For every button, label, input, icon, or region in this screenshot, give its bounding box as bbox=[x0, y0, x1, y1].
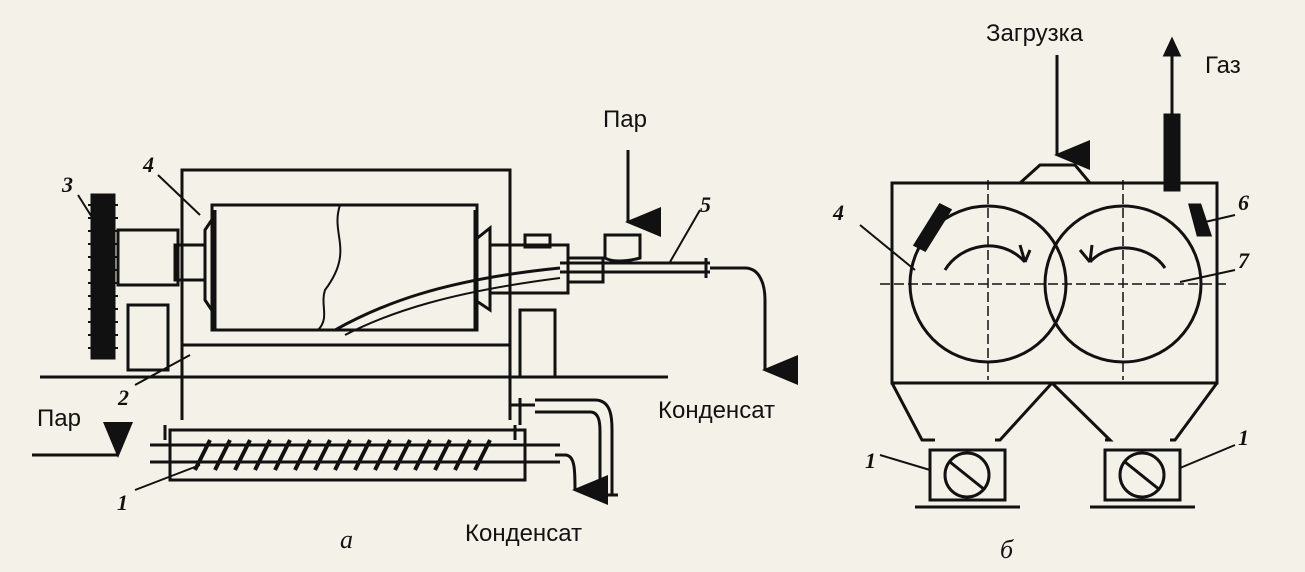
housing-b bbox=[890, 181, 1219, 385]
scraper-left bbox=[912, 203, 953, 252]
condensate-line-bottom bbox=[555, 453, 609, 505]
rotation-arrow-left bbox=[943, 244, 1027, 271]
label-number-2: 2 bbox=[118, 385, 129, 410]
hopper-right bbox=[1050, 381, 1219, 442]
feeder-left bbox=[928, 448, 1007, 502]
label-number-1-b-right: 1 bbox=[1238, 425, 1249, 450]
label-number-6: 6 bbox=[1238, 190, 1249, 215]
drum bbox=[210, 203, 479, 332]
feeder-right bbox=[1103, 448, 1182, 502]
caption-a: а bbox=[340, 525, 353, 554]
label-condensate-right: Конденсат bbox=[658, 397, 775, 424]
bearing bbox=[116, 228, 180, 287]
steam-inlet bbox=[603, 233, 642, 263]
loading-hopper bbox=[1018, 163, 1092, 185]
rotation-arrow-right bbox=[1088, 246, 1167, 269]
label-steam-left: Пар bbox=[37, 405, 81, 432]
label-gas: Газ bbox=[1205, 52, 1241, 79]
condensate-line-right bbox=[710, 266, 798, 385]
support-right bbox=[518, 308, 557, 379]
label-number-1-a: 1 bbox=[117, 490, 128, 515]
bearing-base bbox=[126, 303, 170, 372]
hopper-left bbox=[890, 381, 1054, 442]
screw-casing bbox=[168, 428, 527, 482]
label-steam-top: Пар bbox=[603, 106, 647, 133]
screw-flight bbox=[193, 439, 492, 471]
outlet-pipe bbox=[535, 398, 614, 495]
internal-siphon bbox=[334, 266, 561, 332]
caption-b: б bbox=[1000, 535, 1014, 564]
label-number-7: 7 bbox=[1238, 248, 1249, 273]
scraper-right bbox=[1188, 203, 1213, 237]
diagram-a bbox=[32, 150, 798, 505]
housing bbox=[180, 168, 512, 347]
label-number-4-b: 4 bbox=[833, 200, 844, 225]
gas-pipe bbox=[1163, 113, 1181, 192]
label-loading: Загрузка bbox=[986, 20, 1084, 47]
drum-break bbox=[317, 204, 342, 331]
label-number-5: 5 bbox=[700, 192, 711, 217]
label-number-4-a: 4 bbox=[143, 152, 154, 177]
label-number-1-b-left: 1 bbox=[865, 448, 876, 473]
label-condensate-bottom: Конденсат bbox=[465, 520, 582, 547]
diagram-b bbox=[859, 36, 1236, 509]
label-number-3: 3 bbox=[62, 172, 73, 197]
